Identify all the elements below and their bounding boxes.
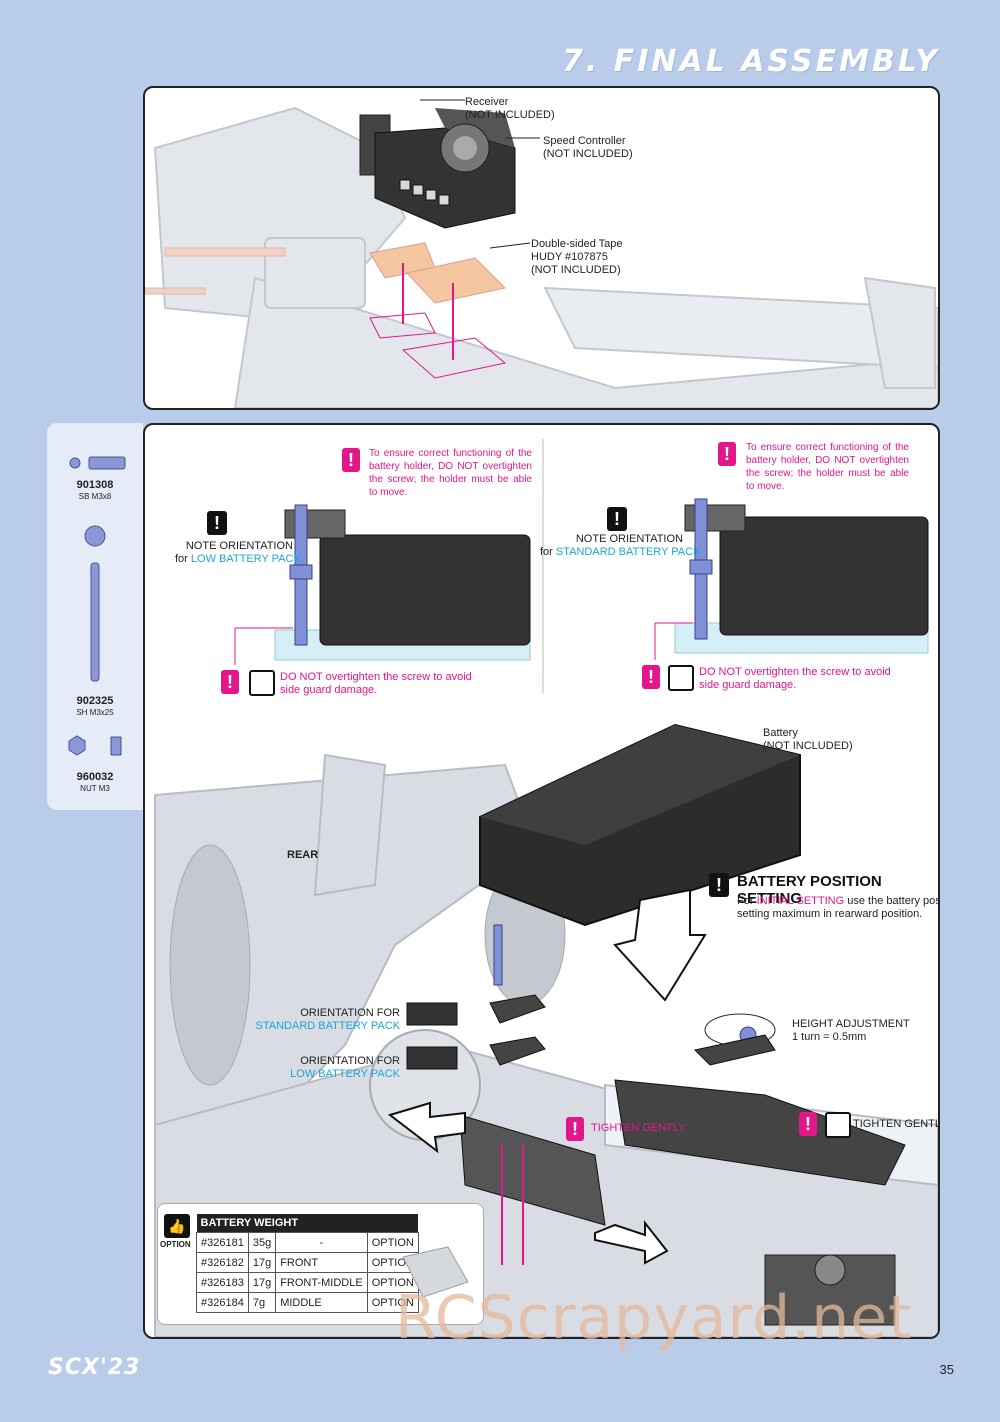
table-cell: #326182: [196, 1252, 249, 1273]
battery-position-heading: BATTERY POSITION SETTING: [737, 873, 882, 907]
nut-icon: [68, 735, 86, 756]
part-code: 902325: [76, 695, 114, 707]
note-icon: !: [709, 873, 729, 897]
part-desc: NUT M3: [80, 784, 110, 793]
table-cell: -: [275, 1232, 368, 1253]
logo: SCX'23: [48, 1355, 141, 1380]
tighten-gently-a: TIGHTEN GENTLY: [591, 1122, 686, 1134]
warning-icon: !: [718, 442, 736, 466]
part-desc: SH M3x25: [76, 708, 114, 717]
battery-position-text: For INITIAL SETTING use the battery posi…: [737, 895, 938, 920]
rear-label: REAR: [287, 849, 319, 861]
warning-icon: !: [799, 1112, 817, 1136]
battery-label: Battery(NOT INCLUDED): [763, 727, 853, 752]
screw-icon: [249, 670, 275, 696]
table-row: #326183 17g FRONT-MIDDLE OPTION: [196, 1272, 419, 1293]
warning-icon: !: [342, 448, 360, 472]
part-desc: SB M3x8: [78, 492, 112, 501]
note-icon: !: [207, 511, 227, 535]
option-label: OPTION: [160, 1240, 191, 1249]
right-bottom-warning: DO NOT overtighten the screw to avoid si…: [699, 666, 891, 691]
left-warning-text: To ensure correct functioning of the bat…: [369, 448, 532, 498]
screw-icon: [668, 665, 694, 691]
parts-icons: [68, 456, 126, 756]
speed-controller-label: Speed Controller(NOT INCLUDED): [543, 135, 633, 160]
warning-icon: !: [566, 1117, 584, 1141]
table-row: #326182 17g FRONT OPTION: [196, 1252, 419, 1273]
table-cell: MIDDLE: [275, 1292, 368, 1313]
washer-icon: [69, 457, 81, 469]
screw-icon: [564, 1117, 590, 1143]
table-cell: #326183: [196, 1272, 249, 1293]
part-code: 960032: [76, 771, 114, 783]
nut-side-icon: [110, 736, 122, 756]
weight-plate-icon: [402, 1246, 469, 1298]
hex-head-icon: [84, 525, 106, 547]
table-cell: FRONT: [275, 1252, 368, 1273]
right-note-orientation: NOTE ORIENTATION for STANDARD BATTERY PA…: [540, 533, 701, 558]
table-cell: OPTION: [366, 1272, 419, 1293]
battery-weight-table: BATTERY WEIGHT #326181 35g - OPTION #326…: [196, 1214, 419, 1313]
watermark: RCScrapyard.net: [395, 1283, 913, 1353]
table-cell: OPTION: [366, 1232, 419, 1253]
chassis-drawing-top: [145, 99, 938, 408]
warning-icon: !: [642, 665, 660, 689]
battery-assembly-panel: ! To ensure correct functioning of the b…: [143, 423, 940, 1339]
right-warning-text: To ensure correct functioning of the bat…: [746, 442, 909, 492]
screw-sh-icon: [90, 562, 100, 682]
battery-weight-box: 👍 OPTION BATTERY WEIGHT #326181 35g - OP…: [157, 1203, 484, 1325]
tighten-gently-b: TIGHTEN GENTLY: [853, 1118, 940, 1130]
receiver-label: Receiver(NOT INCLUDED): [465, 96, 555, 121]
thumbs-up-icon: 👍: [164, 1214, 190, 1238]
screw-sb-icon: [88, 456, 126, 470]
parts-sidebar: 901308 SB M3x8 902325 SH M3x25 960032 NU…: [47, 423, 143, 810]
table-cell: #326184: [196, 1292, 249, 1313]
page-number: 35: [939, 1362, 954, 1377]
table-cell: OPTION: [366, 1292, 419, 1313]
left-bottom-warning: DO NOT overtighten the screw to avoid si…: [280, 671, 472, 696]
table-cell: 7g: [247, 1292, 277, 1313]
left-note-orientation: NOTE ORIENTATION for LOW BATTERY PACK: [175, 540, 301, 565]
table-cell: FRONT-MIDDLE: [275, 1272, 368, 1293]
table-cell: 17g: [247, 1252, 277, 1273]
table-row: #326184 7g MIDDLE OPTION: [196, 1292, 419, 1313]
receiver-esc-panel: Receiver(NOT INCLUDED) Speed Controller(…: [143, 86, 940, 410]
table-cell: 17g: [247, 1272, 277, 1293]
table-header: BATTERY WEIGHT: [196, 1214, 419, 1233]
table-row: #326181 35g - OPTION: [196, 1232, 419, 1253]
note-icon: !: [607, 507, 627, 531]
part-code: 901308: [76, 479, 114, 491]
warning-icon: !: [221, 670, 239, 694]
battery-assembly-drawing: [154, 439, 938, 1337]
table-cell: #326181: [196, 1232, 249, 1253]
table-cell: 35g: [247, 1232, 277, 1253]
page-title: 7. FINAL ASSEMBLY: [562, 44, 940, 79]
screw-icon: [825, 1112, 851, 1138]
